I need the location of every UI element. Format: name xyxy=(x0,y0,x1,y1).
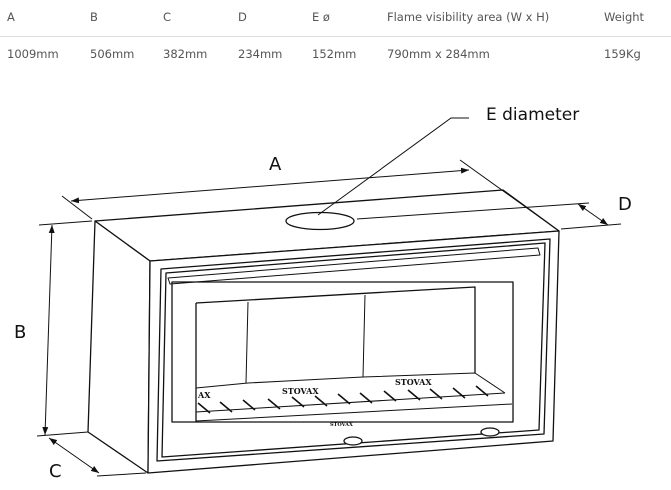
brand-mark-left: STOVAX xyxy=(282,386,319,396)
dimension-b xyxy=(36,220,93,437)
header-a: A xyxy=(7,10,15,24)
door-handle-left xyxy=(343,436,363,446)
label-a: A xyxy=(269,154,282,175)
dimension-e-leader xyxy=(317,117,469,216)
header-flame-area: Flame visibility area (W x H) xyxy=(387,10,550,24)
header-d: D xyxy=(238,10,247,24)
label-e-diameter: E diameter xyxy=(486,105,579,125)
brand-marks: AX STOVAX STOVAX STOVAX xyxy=(197,377,432,428)
door-frame-inner xyxy=(161,242,546,458)
value-flame-area: 790mm x 284mm xyxy=(387,47,490,61)
door-frame-lip xyxy=(167,247,541,285)
firebox-back xyxy=(195,286,476,373)
table-row: 1009mm 506mm 382mm 234mm 152mm 790mm x 2… xyxy=(0,47,671,67)
table-divider xyxy=(0,36,671,37)
value-d: 234mm xyxy=(238,47,283,61)
value-weight: 159Kg xyxy=(604,47,641,61)
glass-panel xyxy=(171,281,514,423)
value-b: 506mm xyxy=(90,47,135,61)
table-header-row: A B C D E ø Flame visibility area (W x H… xyxy=(0,10,671,30)
brand-mark-door: STOVAX xyxy=(330,422,353,428)
flue-outlet xyxy=(285,211,355,231)
log-grate xyxy=(197,385,489,414)
brand-mark-partial: AX xyxy=(197,390,211,400)
front-face xyxy=(147,230,560,474)
value-a: 1009mm xyxy=(7,47,59,61)
dimension-d xyxy=(356,202,622,230)
label-d: D xyxy=(618,194,632,215)
left-face xyxy=(87,220,151,474)
dimension-a xyxy=(61,159,560,232)
dimension-c xyxy=(48,437,147,477)
label-c: C xyxy=(49,461,62,482)
brand-mark-right: STOVAX xyxy=(395,377,432,387)
value-e: 152mm xyxy=(312,47,357,61)
header-e: E ø xyxy=(312,10,330,24)
door-handle-right xyxy=(480,427,500,437)
header-weight: Weight xyxy=(604,10,645,24)
label-b: B xyxy=(14,322,26,343)
door-frame-outer xyxy=(156,238,551,462)
value-c: 382mm xyxy=(163,47,208,61)
header-b: B xyxy=(90,10,98,24)
header-c: C xyxy=(163,10,172,24)
